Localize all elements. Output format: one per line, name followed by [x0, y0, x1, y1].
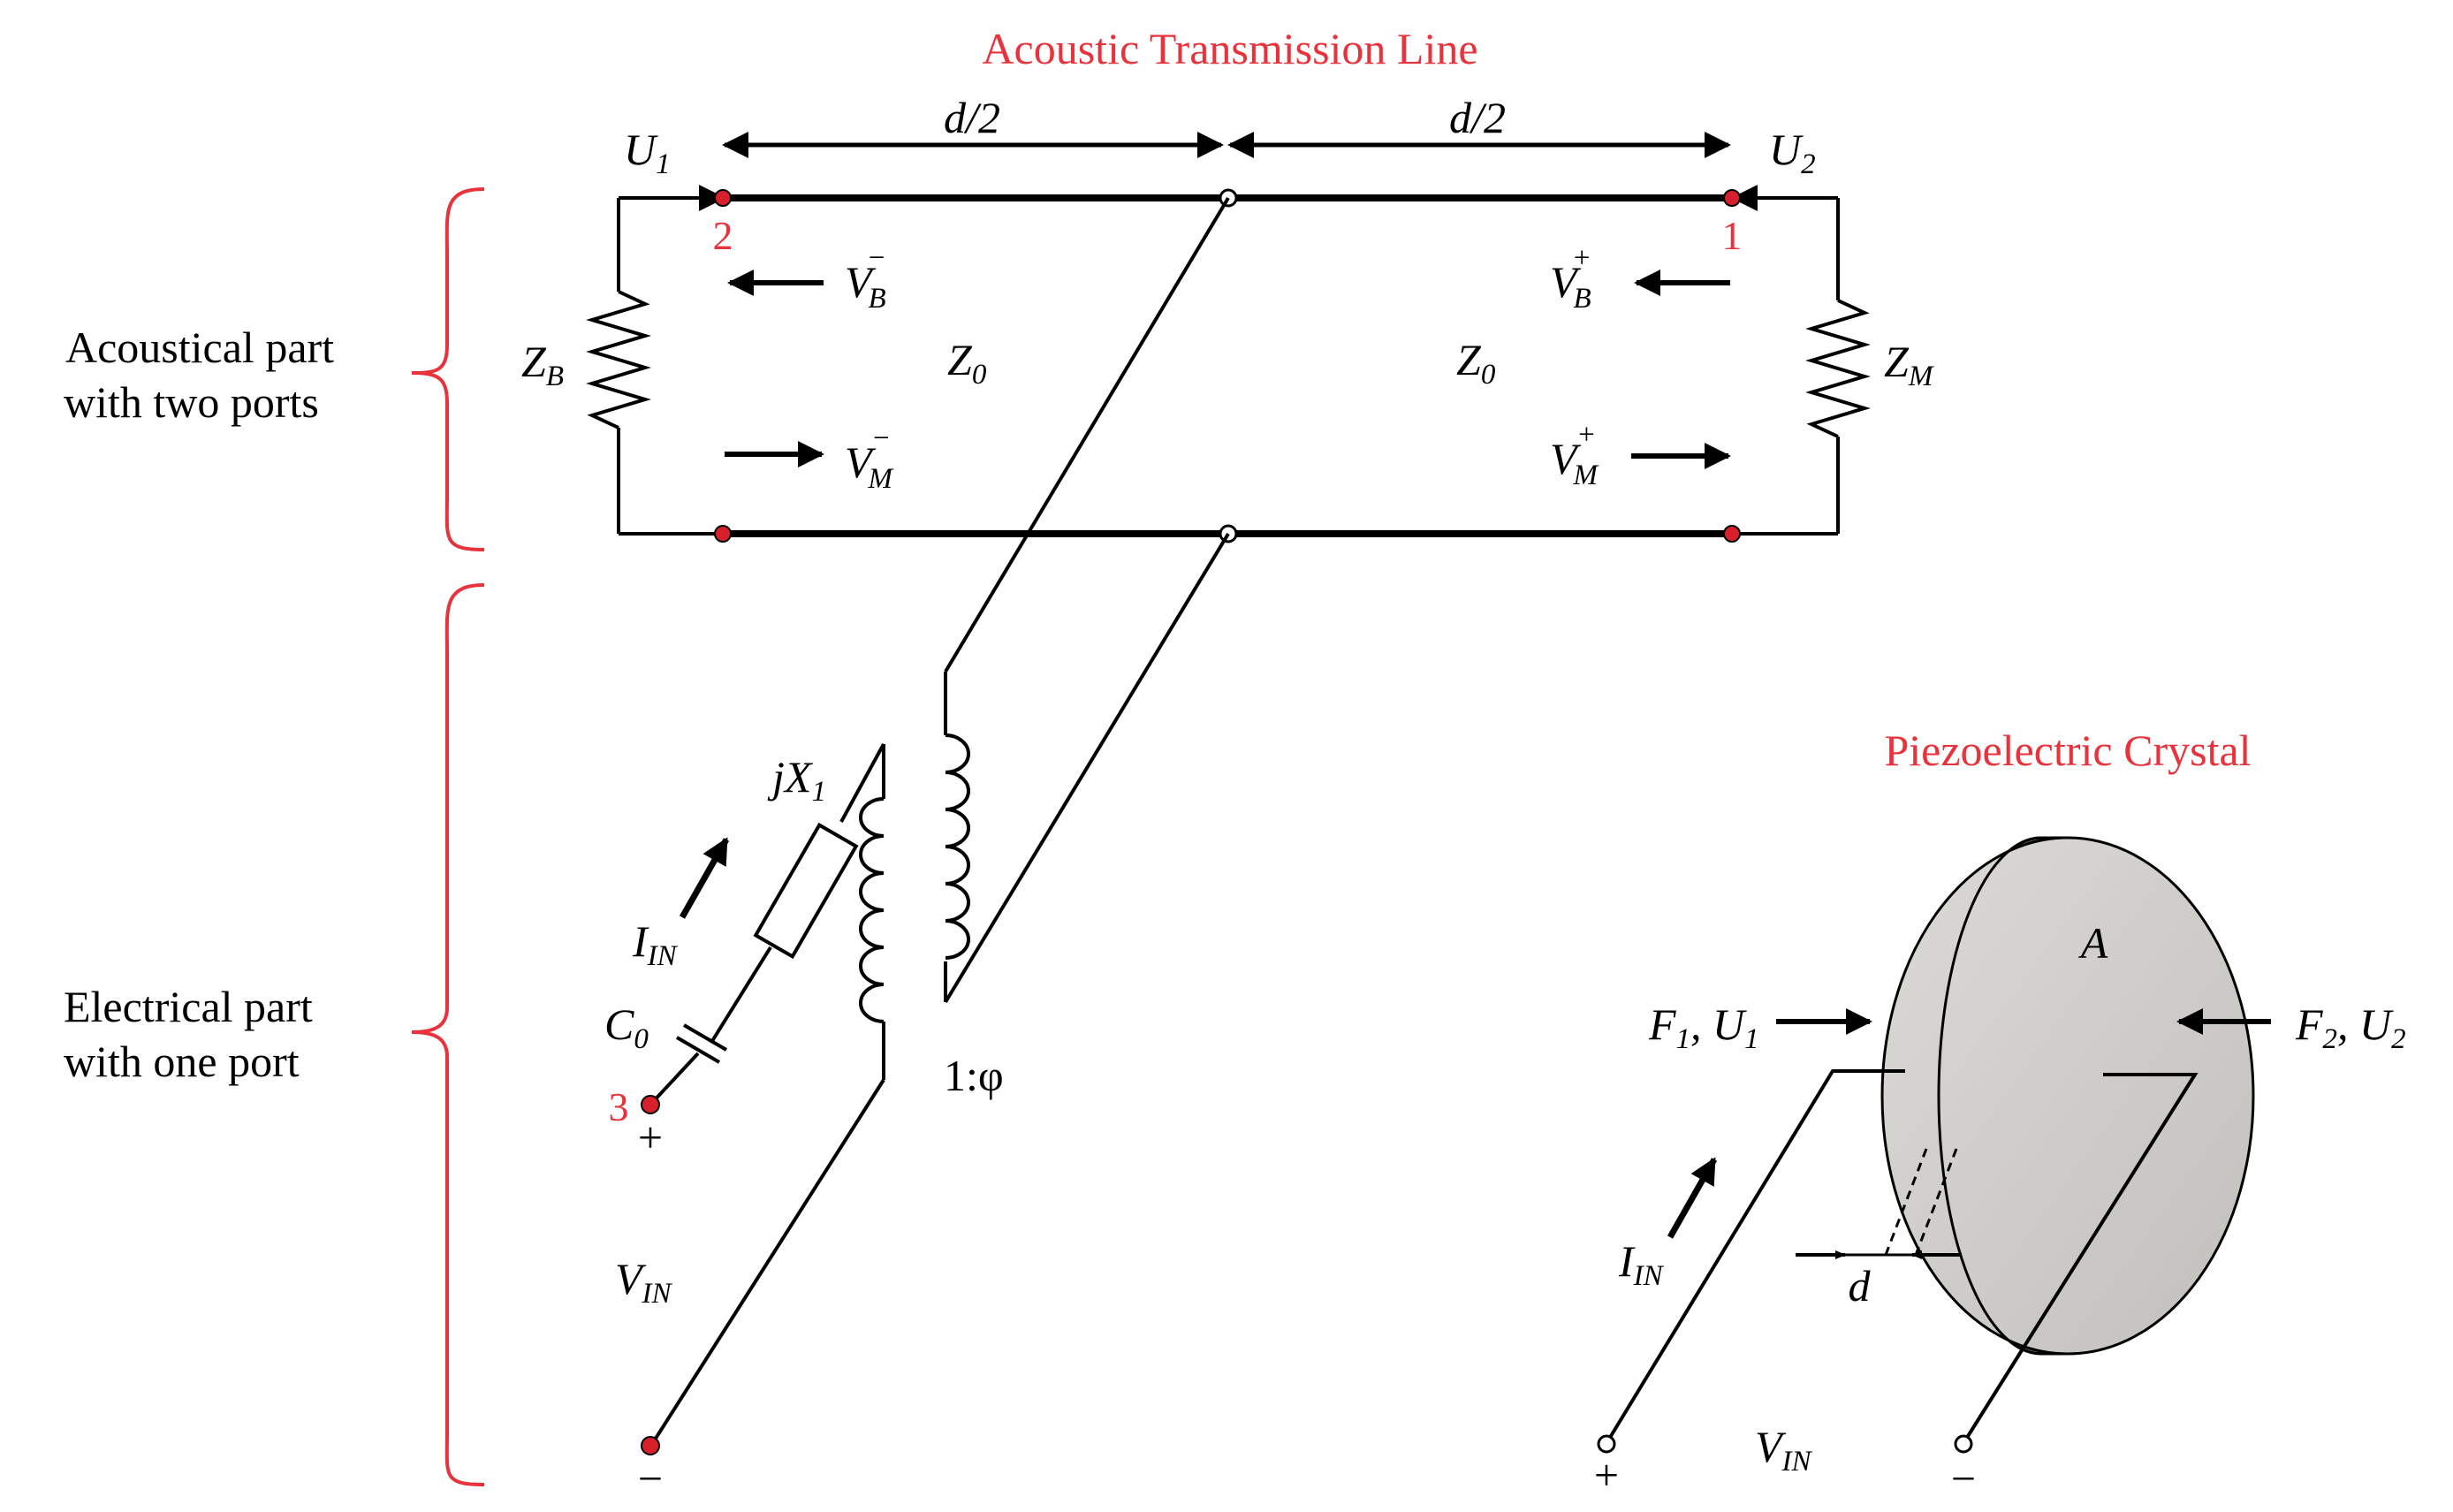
electrical-part-label-line1: Electrical part: [64, 982, 313, 1031]
iin-arrow: [679, 837, 730, 919]
jx1-label: jX1: [767, 752, 826, 808]
transmission-line-title: Acoustic Transmission Line: [982, 24, 1477, 73]
acoustical-brace: [411, 187, 485, 551]
jx1-element: [753, 822, 859, 960]
port3-node: [641, 1095, 660, 1114]
vm-minus-label: VM−: [845, 422, 894, 495]
c0-capacitor: [675, 1023, 728, 1064]
u1-label: U1: [624, 125, 671, 180]
crystal-face: [1880, 836, 2255, 1356]
secondary-bottom-lead: [944, 532, 1230, 1004]
crystal-minus-lead: [1963, 1073, 2199, 1442]
c0-label: C0: [604, 999, 649, 1055]
area-label: A: [2078, 918, 2108, 968]
crystal-vin-label: VIN: [1755, 1422, 1813, 1478]
secondary-coil: [945, 733, 970, 960]
series-lead-bottom: [649, 1052, 700, 1106]
crystal-iin-arrow: [1667, 1157, 1718, 1239]
zb-resistor: [586, 290, 651, 429]
thickness-dash-1: [1884, 1148, 1928, 1256]
z0-right-label: Z0: [1456, 335, 1496, 391]
crystal-iin-label: IIN: [1618, 1236, 1665, 1292]
crystal-minus-sign: −: [1951, 1454, 1976, 1503]
f2-label: F2, U2: [2295, 999, 2406, 1055]
vin-label: VIN: [615, 1254, 673, 1310]
crystal-disk: [1880, 836, 2255, 1356]
port2-bottom-node: [714, 525, 732, 543]
dimension-label-left: d/2: [944, 93, 1000, 142]
z0-left-label: Z0: [947, 335, 987, 391]
zm-resistor: [1805, 299, 1871, 438]
vb-minus-label: VB−: [845, 242, 886, 315]
acoustical-part-label-line1: Acoustical part: [65, 323, 334, 372]
port1-number: 1: [1722, 213, 1743, 258]
port2-number: 2: [713, 213, 733, 258]
crystal-plus-node: [1597, 1434, 1616, 1454]
secondary-top-lead: [944, 196, 1230, 673]
u2-label: U2: [1769, 125, 1816, 180]
zm-label: ZM: [1884, 337, 1934, 392]
series-lead-top: [839, 743, 885, 823]
port3-number: 3: [609, 1084, 629, 1129]
crystal-title: Piezoelectric Crystal: [1884, 726, 2251, 775]
turns-ratio-label: 1:φ: [944, 1051, 1004, 1100]
vb-plus-label: VB+: [1550, 242, 1591, 315]
dimension-label-right: d/2: [1449, 93, 1506, 142]
vm-plus-label: VM+: [1550, 419, 1599, 491]
series-lead-mid: [710, 946, 772, 1043]
thickness-label: d: [1849, 1261, 1872, 1311]
crystal-minus-node: [1954, 1434, 1973, 1454]
crystal-plus-sign: +: [1594, 1450, 1619, 1500]
thickness-dash-2: [1914, 1148, 1958, 1256]
port2-top-node: [714, 189, 732, 207]
acoustical-part-label-line2: with two ports: [64, 377, 319, 427]
iin-label: IIN: [632, 916, 679, 972]
electrical-brace: [411, 583, 485, 1486]
minus-node: [641, 1436, 660, 1455]
port1-bottom-node: [1723, 525, 1741, 543]
port3-minus: −: [638, 1454, 663, 1503]
port1-top-node: [1723, 189, 1741, 207]
port3-plus: +: [638, 1113, 663, 1162]
electrical-part-label-line2: with one port: [64, 1037, 300, 1086]
f1-label: F1, U1: [1648, 999, 1759, 1055]
zb-label: ZB: [521, 337, 564, 392]
primary-coil: [859, 797, 885, 1023]
return-lead: [650, 1078, 885, 1446]
crystal-plus-lead: [1606, 1069, 1905, 1442]
